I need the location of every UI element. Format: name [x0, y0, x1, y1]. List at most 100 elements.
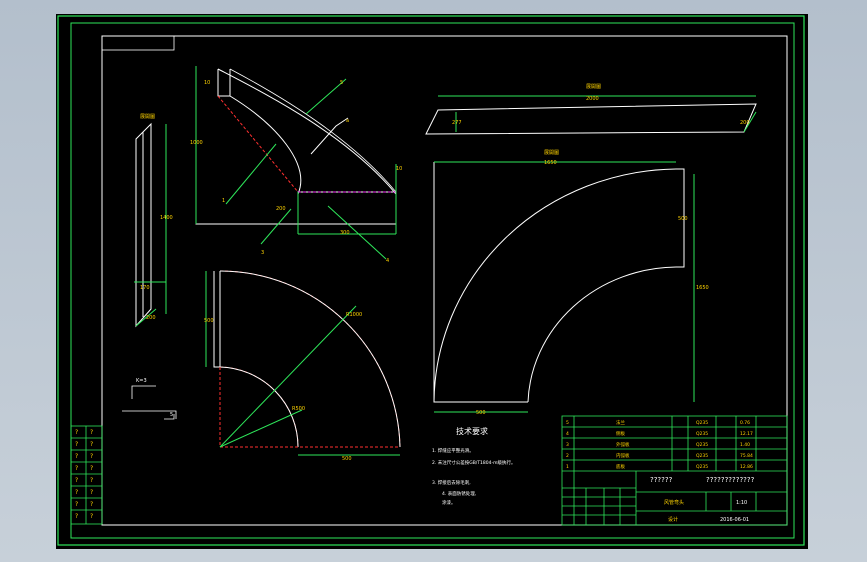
svg-text:Q235: Q235 [696, 431, 708, 437]
svg-text:?: ? [90, 501, 93, 508]
svg-text:?: ? [75, 441, 78, 448]
title-block-text: ?????? ????????????? 风管弯头 设计 2016-06-01 … [650, 476, 755, 523]
weld-labels: K=3 5 [136, 378, 173, 418]
svg-text:1.40: 1.40 [740, 442, 750, 448]
svg-text:12.17: 12.17 [740, 431, 753, 437]
title-block[interactable] [561, 415, 788, 526]
part-name: 风管弯头 [664, 499, 684, 506]
svg-text:?: ? [90, 465, 93, 472]
drawing-name: ????????????? [706, 476, 755, 484]
svg-text:170: 170 [140, 285, 150, 291]
svg-text:200: 200 [146, 315, 156, 321]
drawing-sheet[interactable]: ?? ?? ?? ?? ?? ?? ?? ?? 10 1000 5 a 1 200 3… [56, 14, 808, 549]
parts-list-text: 5 法兰 Q235 0.76 4 侧板 Q235 12.17 3 外弧板 Q235 1.40 2 内… [566, 419, 753, 470]
requirement-3: 3. 焊接后去除毛刺, [432, 479, 471, 486]
svg-text:?: ? [75, 429, 78, 436]
technical-requirements: 技术要求 1. 焊缝应平整光滑。 2. 未注尺寸公差按GB/T1804-m级执行… [432, 426, 516, 506]
svg-text:3: 3 [566, 442, 569, 448]
svg-text:R1000: R1000 [346, 312, 362, 318]
svg-text:展開圖: 展開圖 [140, 114, 155, 120]
svg-text:4: 4 [566, 431, 569, 437]
long-strip-view[interactable] [425, 95, 757, 135]
svg-text:5: 5 [566, 420, 569, 426]
quarter-ring-flat-pattern[interactable] [433, 161, 695, 413]
drawing-date: 2016-06-01 [720, 517, 749, 523]
svg-text:3: 3 [261, 250, 264, 256]
svg-text:277: 277 [452, 120, 462, 126]
plan-view-labels: 500 R1000 R500 500 [204, 312, 362, 462]
weld-symbol [122, 385, 177, 420]
elbow-front-view[interactable] [195, 66, 397, 260]
svg-text:10: 10 [204, 80, 210, 86]
svg-text:Q235: Q235 [696, 420, 708, 426]
requirements-title: 技术要求 [456, 426, 488, 436]
svg-text:0.76: 0.76 [740, 420, 750, 426]
requirement-4: 4. 表面防锈处理, [442, 490, 476, 497]
svg-text:1650: 1650 [544, 160, 557, 166]
svg-text:?: ? [90, 477, 93, 484]
svg-text:?: ? [75, 489, 78, 496]
svg-text:Q235: Q235 [696, 442, 708, 448]
scale: 1:10 [736, 500, 747, 506]
svg-text:500: 500 [678, 216, 688, 222]
svg-text:1400: 1400 [160, 215, 173, 221]
svg-text:?: ? [90, 453, 93, 460]
requirement-1: 1. 焊缝应平整光滑。 [432, 447, 474, 454]
long-strip-labels: 展開圖 2000 277 200 [452, 84, 750, 126]
frame-border-green [70, 22, 795, 539]
svg-text:侧板: 侧板 [616, 430, 625, 437]
svg-text:4: 4 [386, 258, 389, 264]
requirement-2: 2. 未注尺寸公差按GB/T1804-m级执行。 [432, 459, 516, 466]
svg-text:500: 500 [342, 456, 352, 462]
company: 设计 [668, 516, 678, 523]
corner-title-box [101, 35, 175, 51]
svg-text:1: 1 [222, 198, 225, 204]
svg-text:2000: 2000 [586, 96, 599, 102]
svg-text:?: ? [75, 477, 78, 484]
svg-text:500: 500 [476, 410, 486, 416]
svg-text:10: 10 [396, 166, 402, 172]
svg-text:200: 200 [740, 120, 750, 126]
svg-text:5: 5 [170, 412, 173, 418]
svg-text:?: ? [90, 429, 93, 436]
svg-text:外弧板: 外弧板 [616, 441, 630, 448]
svg-text:500: 500 [204, 318, 214, 324]
svg-text:Q235: Q235 [696, 453, 708, 459]
side-strip-view[interactable] [134, 122, 167, 328]
requirement-5: 涂漆。 [442, 499, 456, 506]
svg-text:?: ? [75, 513, 78, 520]
svg-text:K=3: K=3 [136, 378, 147, 384]
drawing-number: ?????? [650, 476, 673, 484]
cad-drawing[interactable]: ?? ?? ?? ?? ?? ?? ?? ?? 10 1000 5 a 1 200 3… [56, 14, 808, 549]
svg-text:内弧板: 内弧板 [616, 452, 630, 459]
svg-text:?: ? [75, 501, 78, 508]
svg-text:展開圖: 展開圖 [586, 84, 601, 90]
left-margin-labels: ?? ?? ?? ?? ?? ?? ?? ?? [75, 429, 93, 520]
svg-text:300: 300 [340, 230, 350, 236]
svg-text:法兰: 法兰 [616, 419, 625, 426]
drawing-border [101, 35, 788, 526]
svg-text:1650: 1650 [696, 285, 709, 291]
svg-text:12.86: 12.86 [740, 464, 753, 470]
quarter-ring-plan-view[interactable] [205, 270, 401, 456]
svg-text:1000: 1000 [190, 140, 203, 146]
svg-text:?: ? [75, 465, 78, 472]
svg-text:75.84: 75.84 [740, 453, 753, 459]
svg-text:?: ? [75, 453, 78, 460]
svg-text:Q235: Q235 [696, 464, 708, 470]
svg-text:200: 200 [276, 206, 286, 212]
left-margin-blocks [70, 425, 103, 525]
svg-text:R500: R500 [292, 406, 305, 412]
svg-text:?: ? [90, 441, 93, 448]
svg-text:2: 2 [566, 453, 569, 459]
outer-border [57, 15, 805, 546]
svg-text:a: a [346, 118, 349, 124]
svg-text:?: ? [90, 489, 93, 496]
svg-text:1: 1 [566, 464, 569, 470]
svg-text:?: ? [90, 513, 93, 520]
side-strip-labels: 展開圖 1400 170 200 [140, 114, 173, 321]
svg-text:底板: 底板 [616, 463, 625, 470]
